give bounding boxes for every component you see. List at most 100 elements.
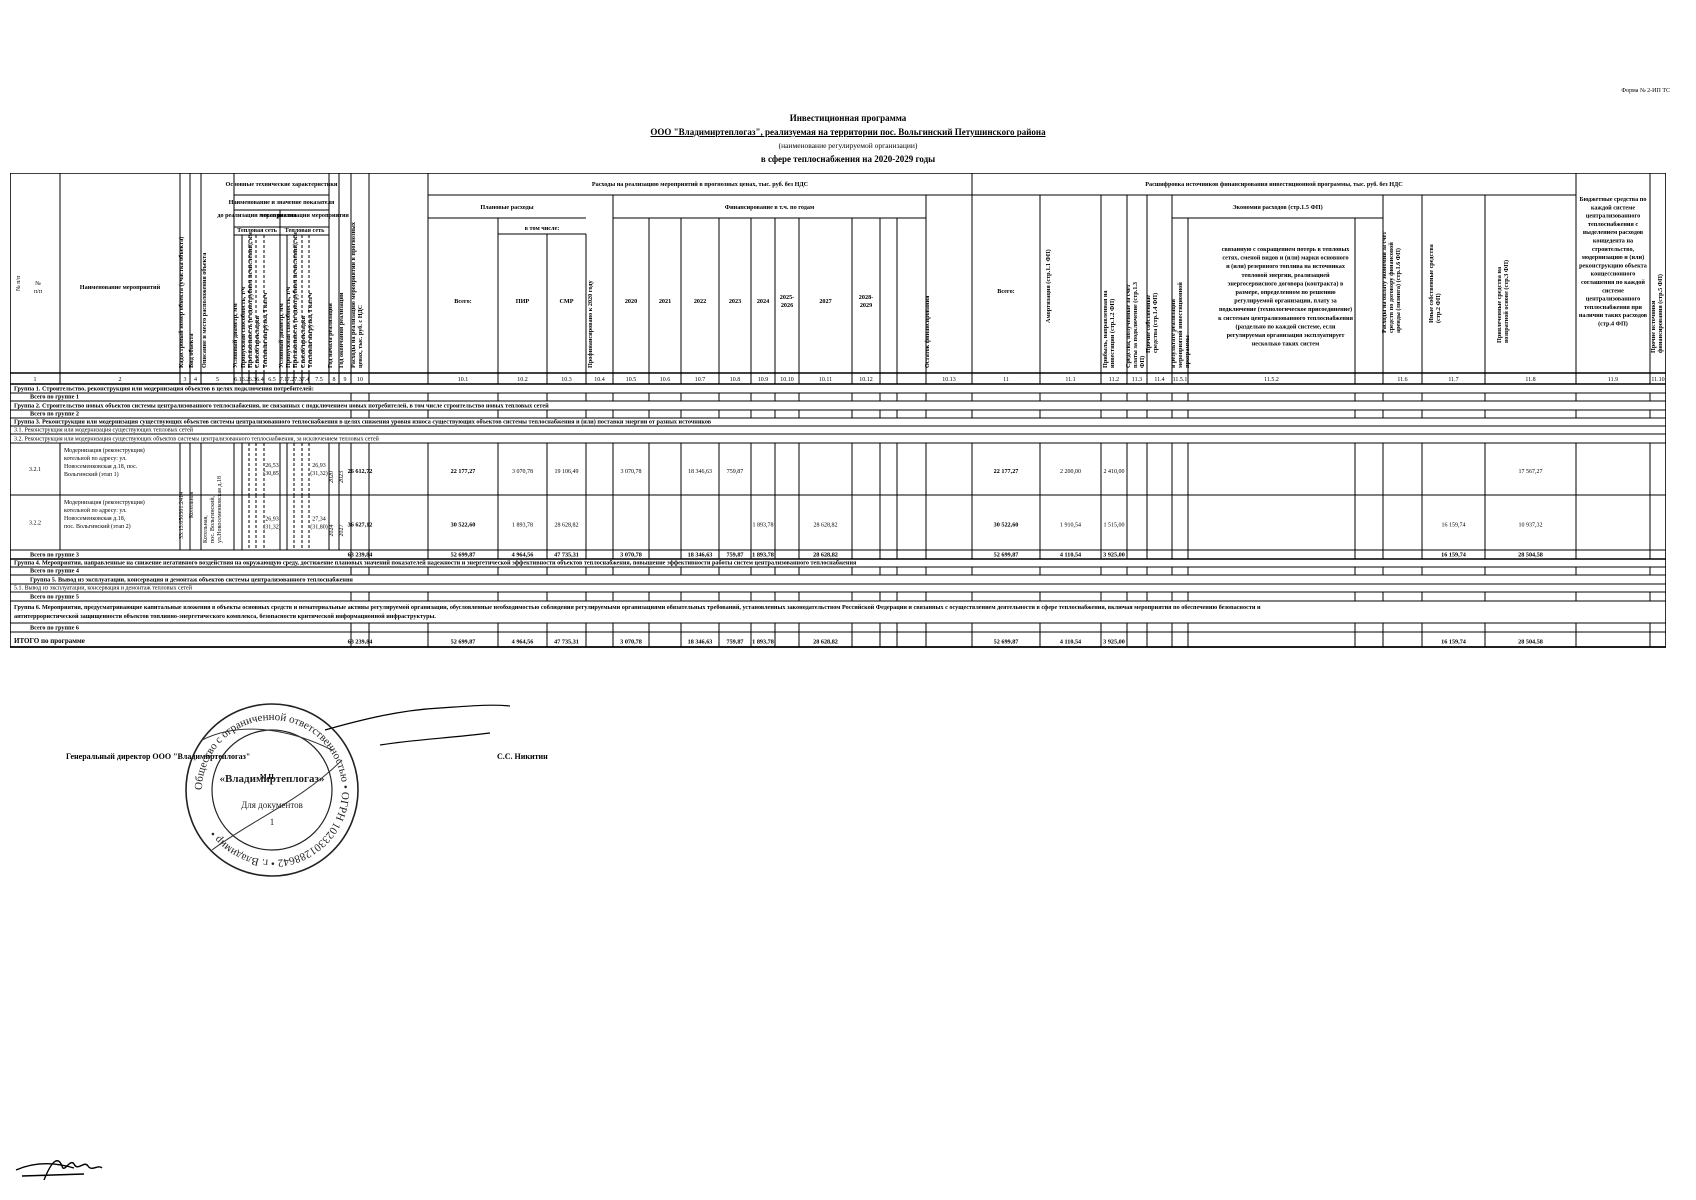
row-name: пос. Вольгинский (этап 2) (64, 523, 131, 530)
header-type: Вид объекта (188, 333, 195, 368)
column-number: 11.5.2 (1264, 377, 1279, 383)
row-year-end: 2023 (339, 471, 345, 483)
header-econ-b: регулируемой организации, плату за (1234, 298, 1336, 305)
header-year: 2025- (780, 294, 794, 301)
header-smr: СМР (559, 298, 573, 305)
column-number: 6.4 (256, 377, 264, 383)
header-budget: Бюджетные средства по (1580, 196, 1647, 203)
column-number: 6.1 (234, 377, 242, 383)
header-tech-col-before: Условный диаметр, мм (232, 303, 239, 368)
row-load-after: (31,80) (310, 524, 328, 531)
header-year: 2027 (819, 298, 831, 305)
row-name: котельной по адресу: ул. (64, 507, 127, 514)
object-location: пос. Вольгинский, (209, 495, 216, 543)
group-4-title: Группа 4. Мероприятия, направленные на с… (14, 560, 857, 567)
sum-value-cost: 63 239,84 (348, 639, 373, 646)
header-num: № (35, 281, 41, 287)
row-name: Новосеменковская д.18, (64, 516, 126, 522)
column-number: 11.2 (1109, 377, 1119, 383)
header-budget: системе (1602, 287, 1624, 294)
header-after: после реализации мероприятия (260, 212, 349, 219)
header-num: № п/п (16, 275, 22, 291)
row-value-total: 22 177,27 (451, 468, 476, 475)
sum-value-profit: 3 925,00 (1103, 552, 1125, 559)
header-econ-a: мероприятий инвестиционной (1177, 282, 1184, 368)
sum-value-y2024: 1 893,78 (752, 639, 774, 646)
object-type: Котельная (189, 491, 195, 518)
subgroup-5-1: 5.1. Вывод из эксплуатации, консервация … (14, 585, 193, 592)
row-value-y2020: 3 070,78 (621, 469, 642, 475)
header-cost: Расходы на реализацию мероприятий в прог… (350, 221, 357, 368)
column-number: 11.7 (1448, 377, 1458, 383)
row-load-after: 26,93 (312, 463, 326, 469)
header-econ-b: и (или) резервного топлива на источниках (1226, 263, 1346, 270)
group-5-total: Всего по группе 5 (30, 594, 79, 601)
header-total: Всего: (454, 298, 472, 305)
sum-value-amort: 4 110,54 (1060, 639, 1081, 646)
column-number: 7.5 (315, 377, 323, 383)
sum-value-y2020: 3 070,78 (620, 552, 642, 559)
column-number: 11.1 (1065, 377, 1075, 383)
header-year: 2020 (625, 298, 637, 305)
row-load-before: 26,53 (265, 463, 279, 469)
sum-value-smr: 47 735,31 (554, 639, 579, 646)
row-value-borrowed: 10 937,32 (1519, 523, 1543, 529)
header-economy: Экономия расходов (стр.1.5 ФП) (1232, 204, 1322, 211)
column-number: 11.6 (1397, 377, 1407, 383)
column-number: 7.4 (302, 377, 310, 383)
header-econ-b: (раздельно по каждой системе, если (1236, 323, 1336, 330)
company-seal: Общество с ограниченной ответственностью… (185, 703, 359, 877)
header-tech-col-before: Тепловая нагрузка, Гкал/ч (262, 292, 269, 368)
program-title: Инвестиционная программа (789, 113, 907, 123)
cadastral-number: 33:13:050301:2414 (179, 492, 185, 539)
row-number: 3.2.2 (29, 521, 41, 527)
row-name: Вольгинский (этап 1) (64, 471, 119, 478)
column-number: 6.5 (268, 377, 276, 383)
sum-value-total: 52 699,87 (451, 639, 476, 646)
column-number: 11.10 (1651, 377, 1664, 383)
row-value-smr: 19 106,49 (555, 469, 579, 475)
header-budget: теплоснабжения при (1584, 304, 1642, 311)
column-number: 7.1 (280, 377, 288, 383)
row-value-y2022: 18 346,63 (688, 469, 712, 475)
row-value-y2023: 759,87 (727, 469, 744, 475)
header-lease: Расходы на оплату экономии за счет (1381, 232, 1388, 333)
header-other-own2: (стр.2 ФП) (1435, 293, 1442, 323)
group-5-title: Группа 5. Вывод из эксплуатации, консерв… (30, 577, 354, 584)
signature-line-flourish (324, 704, 511, 746)
group-3-total: Всего по группе 3 (30, 552, 79, 559)
row-year-end: 2027 (339, 525, 345, 537)
column-number: 10.8 (730, 377, 741, 383)
row-value-src_total: 30 522,60 (994, 522, 1019, 529)
header-econ-b: регулируемая организация эксплуатирует (1227, 332, 1345, 339)
object-location: Котельная, (203, 515, 209, 543)
header-sources: Расшифровка источников финансирования ин… (1145, 181, 1402, 188)
program-period: в сфере теплоснабжения на 2020-2029 годы (760, 154, 936, 164)
row-name: Модернизация (реконструкция) (64, 499, 145, 506)
header-budget: (стр.4 ФП) (1598, 321, 1628, 328)
header-expenses: Расходы на реализацию мероприятий в прог… (592, 181, 808, 188)
header-budget: концедента на (1593, 238, 1633, 245)
column-number: 10.3 (561, 377, 572, 383)
header-profit: инвестиции (стр.1.2 ФП) (1109, 299, 1116, 368)
subgroup-3-1: 3.1. Реконструкция или модернизация суще… (14, 427, 194, 434)
column-number: 10.2 (517, 377, 528, 383)
row-value-pir: 1 893,78 (512, 523, 533, 529)
sum-value-src_total: 52 699,87 (994, 639, 1019, 646)
sum-value-y2022: 18 346,63 (688, 639, 713, 646)
header-budget: наличии таких расходов (1579, 312, 1648, 319)
header-budget: соглашения по каждой (1581, 279, 1645, 286)
director-name: С.С. Никитин (497, 752, 548, 761)
header-budget: реконструкцию объекта (1579, 262, 1647, 269)
header-heatnet-after: Тепловая сеть (285, 227, 326, 234)
header-conn-fee: Средства, полученные за счет (1125, 284, 1132, 368)
program-organization: ООО "Владимиртеплогаз", реализуемая на т… (650, 127, 1046, 137)
sum-value-borrowed: 28 504,58 (1518, 552, 1543, 559)
row-value-amort: 1 910,54 (1060, 523, 1081, 529)
column-number: 10.1 (458, 377, 469, 383)
column-number: 10.5 (626, 377, 637, 383)
column-number: 10.11 (819, 377, 832, 383)
header-econ-b: к системам централизованного теплоснабже… (1218, 315, 1353, 322)
header-budget: концессионного (1591, 271, 1636, 278)
